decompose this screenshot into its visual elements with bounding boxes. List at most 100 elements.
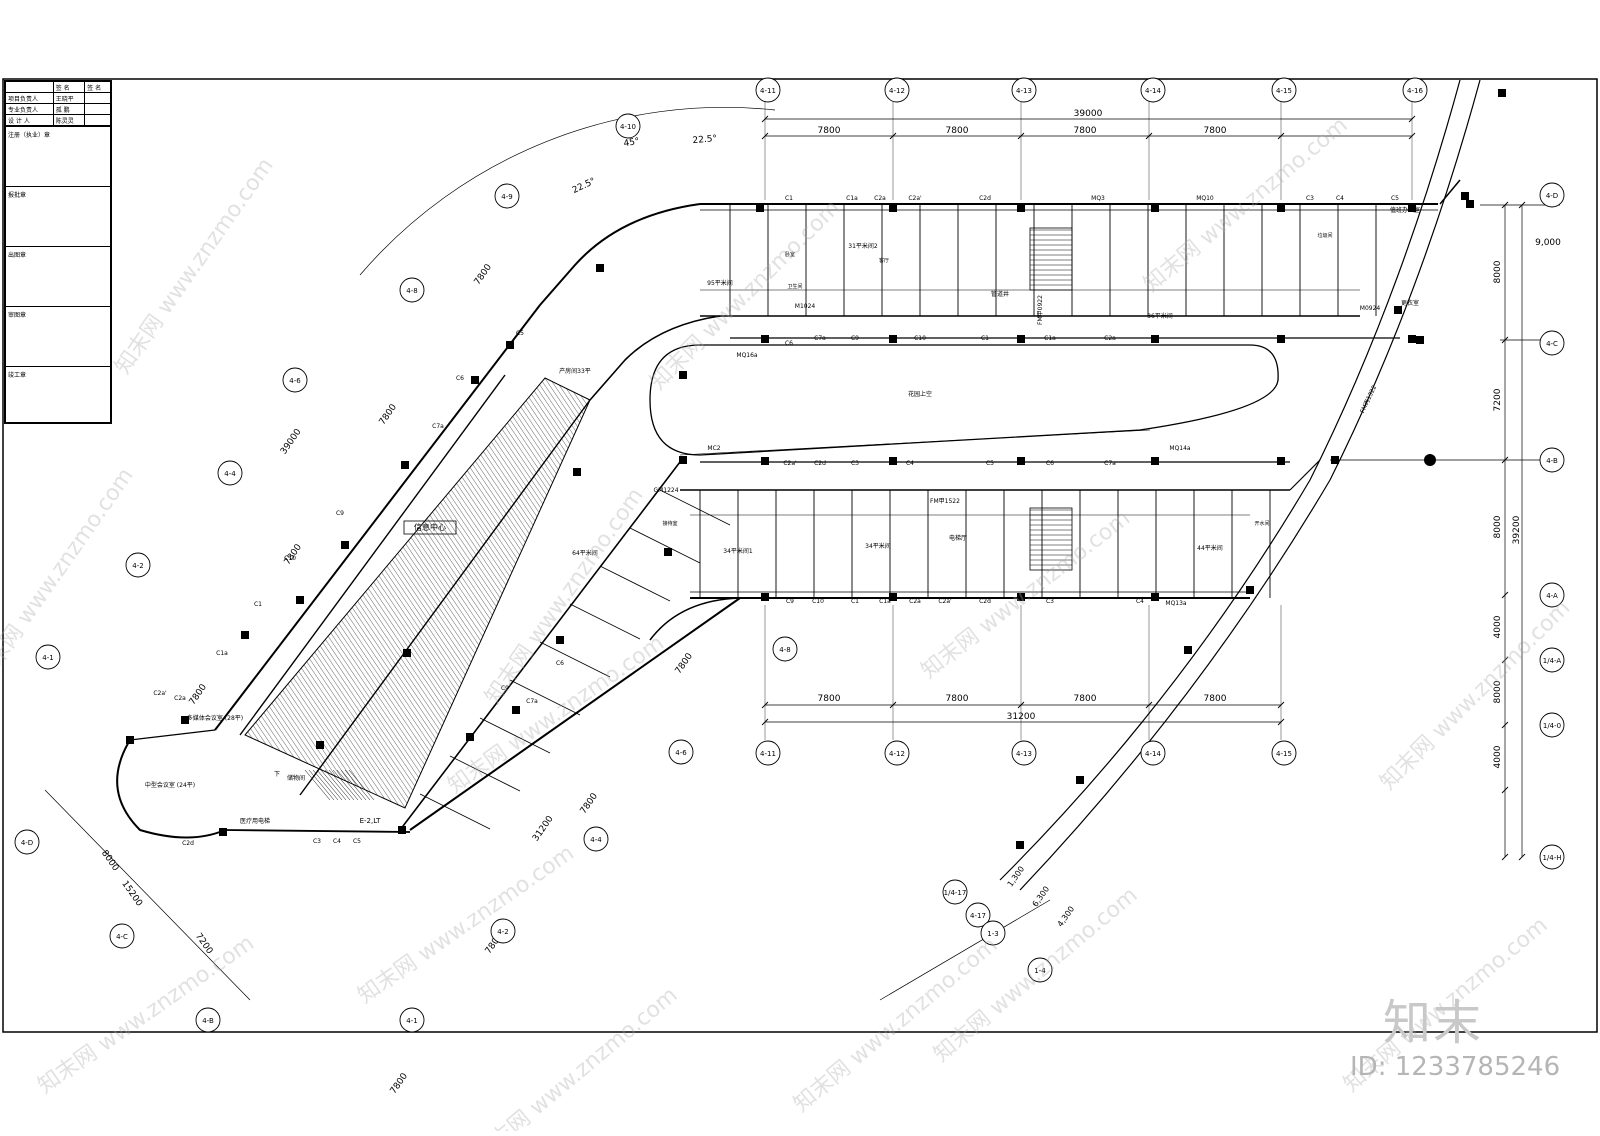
window-tag: C1a: [879, 598, 891, 605]
tb-sign-2: [84, 114, 111, 126]
axis-bottom-circle: [755, 740, 781, 766]
window-tag: C10: [812, 598, 824, 605]
axis-arc-upper-circle: [615, 113, 641, 139]
dim-sw-seg: 8000: [99, 849, 120, 874]
axis-arc-upper-circle: [217, 460, 243, 486]
window-tag: C2d: [979, 195, 991, 202]
structural-column: [889, 204, 897, 212]
axis-se: 4-17: [970, 912, 986, 920]
axis-arc-upper-circle: [399, 277, 425, 303]
axis-se-circle: [965, 902, 991, 928]
window-tag: C6: [456, 375, 464, 382]
stamp-issue: 出图章: [5, 246, 111, 307]
structural-column: [181, 716, 189, 724]
window-tag: C1: [254, 601, 262, 608]
axis-top-circle: [1271, 77, 1297, 103]
office-label: 值班办公室: [1390, 206, 1420, 214]
window-tag: C1: [981, 335, 989, 342]
door-tag: FM甲0922: [1037, 295, 1044, 325]
window-tag: C9: [851, 335, 859, 342]
dimension-layer: [44, 100, 1526, 1001]
diag-room-partition: [449, 755, 521, 792]
tb-role-0: 项目负责人: [5, 92, 54, 104]
window-tag: C5: [986, 460, 994, 467]
structural-column: [1466, 200, 1474, 208]
axis-arc-upper-circle: [282, 367, 308, 393]
structural-column: [241, 631, 249, 639]
axis-arc-lower: 4-4: [590, 836, 602, 844]
room-44-label: 44平米间: [1197, 544, 1223, 552]
lower-arc-wall: [649, 597, 741, 641]
sheet-border: [2, 78, 1598, 1033]
dim-bottom-total: 31200: [1007, 712, 1036, 722]
dim-left-bay: 7800: [473, 262, 494, 287]
stamp-approval: 报批章: [5, 186, 111, 247]
lower-stair-outline: [1029, 507, 1073, 571]
dim-right-seg: 8000: [1493, 680, 1503, 703]
axis-bottom-circle: [1011, 740, 1037, 766]
axis-se: 1/4-17: [944, 889, 967, 897]
structural-column: [889, 593, 897, 601]
dim-se-line: [879, 899, 1051, 1001]
door-tag: MQ14a: [1169, 445, 1191, 452]
dim-left-bay: 7800: [378, 402, 399, 427]
structural-column: [1151, 204, 1159, 212]
south-stair-tread: [308, 769, 335, 801]
structural-column: [1076, 776, 1084, 784]
dim-tick: [1501, 721, 1509, 729]
tb-name-2: 陈灵灵: [52, 114, 86, 126]
axis-arc-lower: 4-8: [779, 646, 790, 654]
dim-sw-line: [44, 789, 251, 1001]
door-tag: FM甲1522: [930, 498, 960, 505]
structural-column: [296, 596, 304, 604]
structural-column: [889, 457, 897, 465]
structural-column: [403, 649, 411, 657]
column-layer: [126, 89, 1506, 849]
title-block: 签 名 签 名 项目负责人 王晓平 专业负责人 孤 鹏 设 计 人 陈灵灵 注册…: [4, 80, 112, 424]
lower-diagonal-outer-wall: [409, 597, 741, 831]
dim-right-seg: 4000: [1493, 745, 1503, 768]
watermark-text: 知末网 www.znzmo.com: [354, 841, 579, 1009]
axis-top: 4-11: [760, 87, 776, 95]
south-stair-tread: [316, 769, 343, 801]
dim-right-total: 39200: [1512, 515, 1522, 544]
door-tag: MC2: [707, 445, 720, 452]
window-tag: C3: [851, 460, 859, 467]
window-tag: C6: [556, 660, 564, 667]
dim-top-total: 39000: [1074, 109, 1103, 119]
watermark-text: 知末网 www.znzmo.com: [1376, 596, 1576, 796]
tb-sign-0: [84, 92, 111, 104]
structural-column: [1246, 586, 1254, 594]
window-tag: C3: [313, 838, 321, 845]
window-tag: C2d: [182, 840, 194, 847]
south-stair-tread: [320, 769, 347, 801]
window-tag: C6: [1046, 460, 1054, 467]
tb-name-1: 孤 鹏: [52, 103, 86, 115]
axis-arc-upper: 4-1: [42, 654, 53, 662]
tb-header-2: 签 名: [84, 81, 111, 93]
window-tag: C1a: [216, 650, 228, 657]
axis-left: 4-B: [202, 1017, 214, 1025]
structural-column: [1151, 593, 1159, 601]
axis-arc-upper: 4-8: [406, 287, 417, 295]
structural-column: [1017, 204, 1025, 212]
watermark-text: 知末网 www.znzmo.com: [0, 464, 139, 689]
window-tag: C10: [914, 335, 926, 342]
fill-layer: [244, 377, 591, 809]
structural-column: [398, 826, 406, 834]
tb-header-0: [5, 81, 54, 93]
door-tag: GM1224: [653, 487, 678, 494]
axis-right-circle: [1539, 330, 1565, 356]
axis-right-circle: [1539, 712, 1565, 738]
dim-se-seg: 1,300: [1006, 865, 1027, 889]
dim-right-seg: 8000: [1493, 515, 1503, 538]
window-tag: C2a: [909, 598, 921, 605]
structural-column: [1017, 335, 1025, 343]
axis-right: 4-D: [1546, 192, 1558, 200]
tb-header-1: 签 名: [52, 81, 86, 93]
room-34a-label: 34平米间1: [723, 547, 753, 555]
axis-arc-upper: 4-10: [620, 123, 636, 131]
axis-se-circle: [942, 879, 968, 905]
structural-column: [1151, 457, 1159, 465]
south-wall: [224, 829, 411, 833]
